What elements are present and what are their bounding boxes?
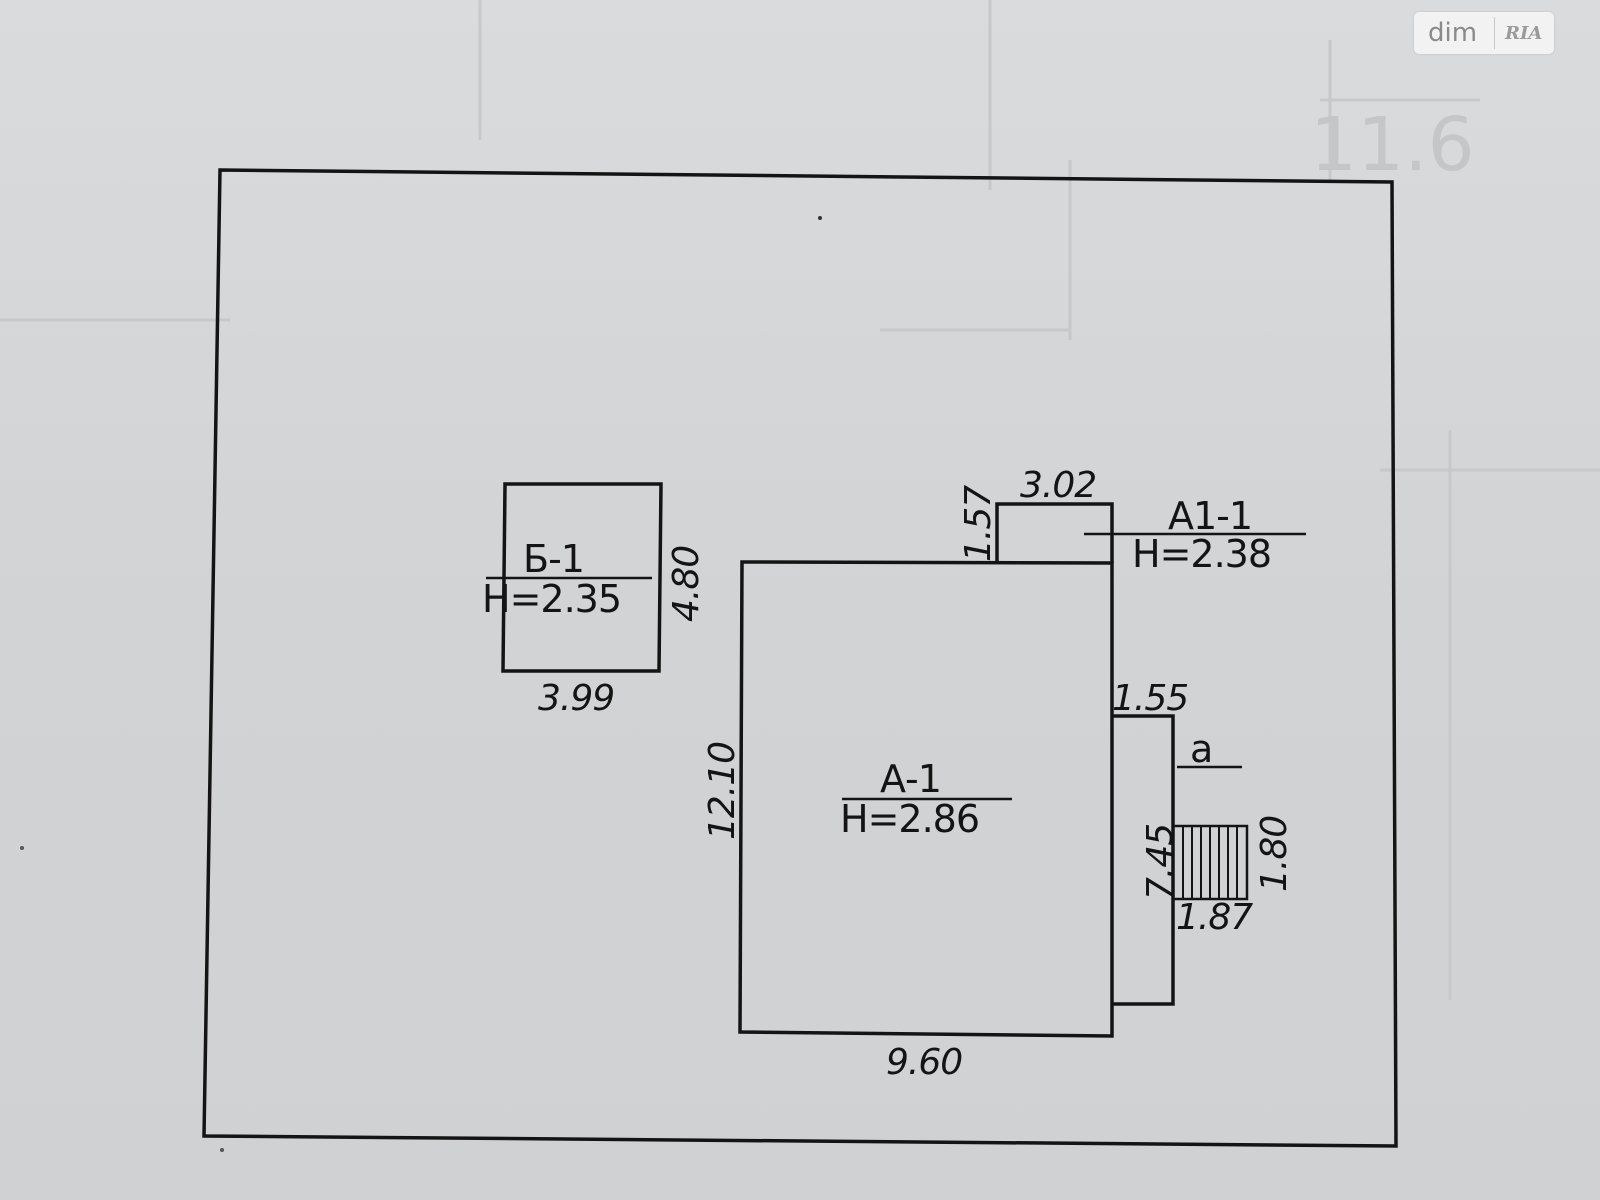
building-a1-outline [738, 560, 1114, 1038]
stray-dot [20, 846, 24, 850]
land-plot-boundary [202, 168, 1398, 1148]
building-a1: А-1 Н=2.86 9.60 12.10 [702, 560, 1114, 1083]
building-a1-width-dim: 9.60 [886, 1042, 962, 1083]
building-a1-1-depth-dim: 1.57 [958, 485, 999, 562]
logo-separator [1494, 17, 1495, 49]
building-b1-name: Б-1 [523, 537, 584, 581]
building-a1-depth-dim: 12.10 [702, 742, 743, 840]
building-b1: Б-1 Н=2.35 3.99 4.80 [482, 482, 707, 719]
building-a-width-dim: 1.55 [1112, 678, 1188, 719]
building-a1-1-name: А1-1 [1168, 494, 1252, 538]
building-a1-1: А1-1 Н=2.38 3.02 1.57 [958, 465, 1306, 576]
building-a1-1-height: Н=2.38 [1132, 532, 1271, 576]
dim-ria-watermark-logo: dim RIA [1414, 12, 1554, 54]
entrance-steps-depth-dim: 1.80 [1254, 816, 1295, 892]
logo-dim-text: dim [1428, 18, 1478, 48]
building-a-depth-dim: 7.45 [1140, 824, 1181, 900]
building-a: а 1.55 7.45 [1112, 678, 1242, 1006]
building-b1-height: Н=2.35 [482, 577, 621, 621]
building-a1-name: А-1 [880, 757, 941, 801]
building-a1-height: Н=2.86 [840, 797, 979, 841]
logo-ria-text: RIA [1505, 22, 1543, 44]
building-b1-outline [501, 482, 663, 673]
entrance-steps: 1.87 1.80 [1171, 816, 1295, 938]
building-b1-width-dim: 3.99 [538, 678, 614, 719]
building-b1-depth-dim: 4.80 [666, 546, 707, 622]
building-a1-1-width-dim: 3.02 [1020, 465, 1096, 506]
stray-dot [220, 1148, 224, 1152]
stray-dot [818, 216, 822, 220]
background-ghost-lines: 11.6 [0, 0, 1600, 1000]
entrance-steps-width-dim: 1.87 [1176, 897, 1253, 938]
background-ghost-text: 11.6 [1310, 102, 1475, 188]
building-a-name: а [1190, 727, 1212, 771]
